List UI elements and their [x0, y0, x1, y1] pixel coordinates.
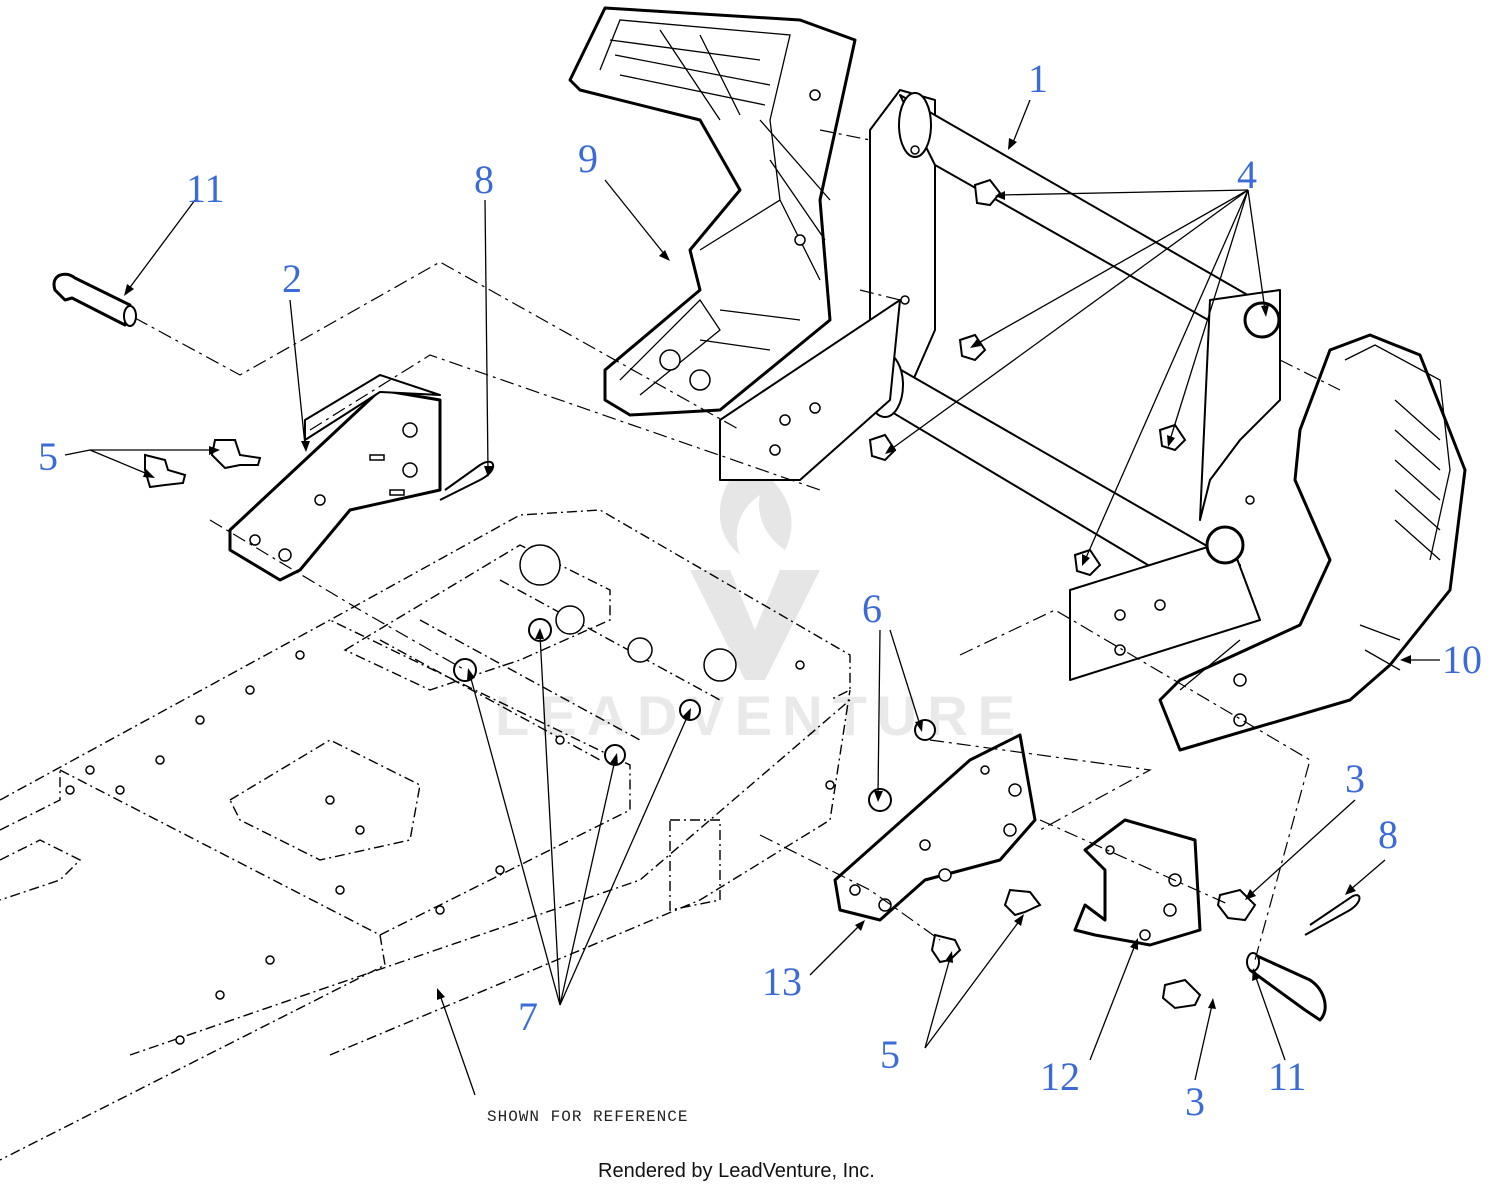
callout-3-lower: 3	[1185, 1079, 1205, 1124]
callout-7: 7	[518, 994, 538, 1039]
callout-11-right: 11	[1268, 1054, 1307, 1099]
callout-2: 2	[282, 256, 302, 301]
callout-8-right: 8	[1378, 812, 1398, 857]
left-bracket	[228, 374, 442, 582]
footer-credit: Rendered by LeadVenture, Inc.	[598, 1160, 875, 1182]
callout-10: 10	[1442, 637, 1482, 682]
hardware	[52, 178, 1361, 1022]
rops-bar	[719, 89, 1281, 681]
callout-5-right: 5	[880, 1032, 900, 1077]
callout-12: 12	[1040, 1054, 1080, 1099]
reference-note: SHOWN FOR REFERENCE	[487, 1108, 688, 1126]
left-guard	[568, 6, 857, 417]
callout-1: 1	[1028, 56, 1048, 101]
callout-leaders	[64, 99, 1440, 1096]
callout-8-left: 8	[474, 157, 494, 202]
callout-5-left: 5	[38, 434, 58, 479]
callout-4: 4	[1237, 152, 1257, 197]
callout-11-left: 11	[186, 166, 225, 211]
callout-6: 6	[862, 586, 882, 631]
right-bracket	[833, 733, 1037, 922]
callout-13: 13	[762, 959, 802, 1004]
callout-9: 9	[578, 136, 598, 181]
right-plate	[1073, 818, 1202, 947]
assembly-lines	[134, 129, 1341, 961]
callout-3-upper: 3	[1345, 756, 1365, 801]
callout-labels: 1 2 3 3 4 5 5 6 7 8 8 9 10 11 11 12 13	[38, 56, 1482, 1124]
frame-reference	[0, 509, 851, 1161]
